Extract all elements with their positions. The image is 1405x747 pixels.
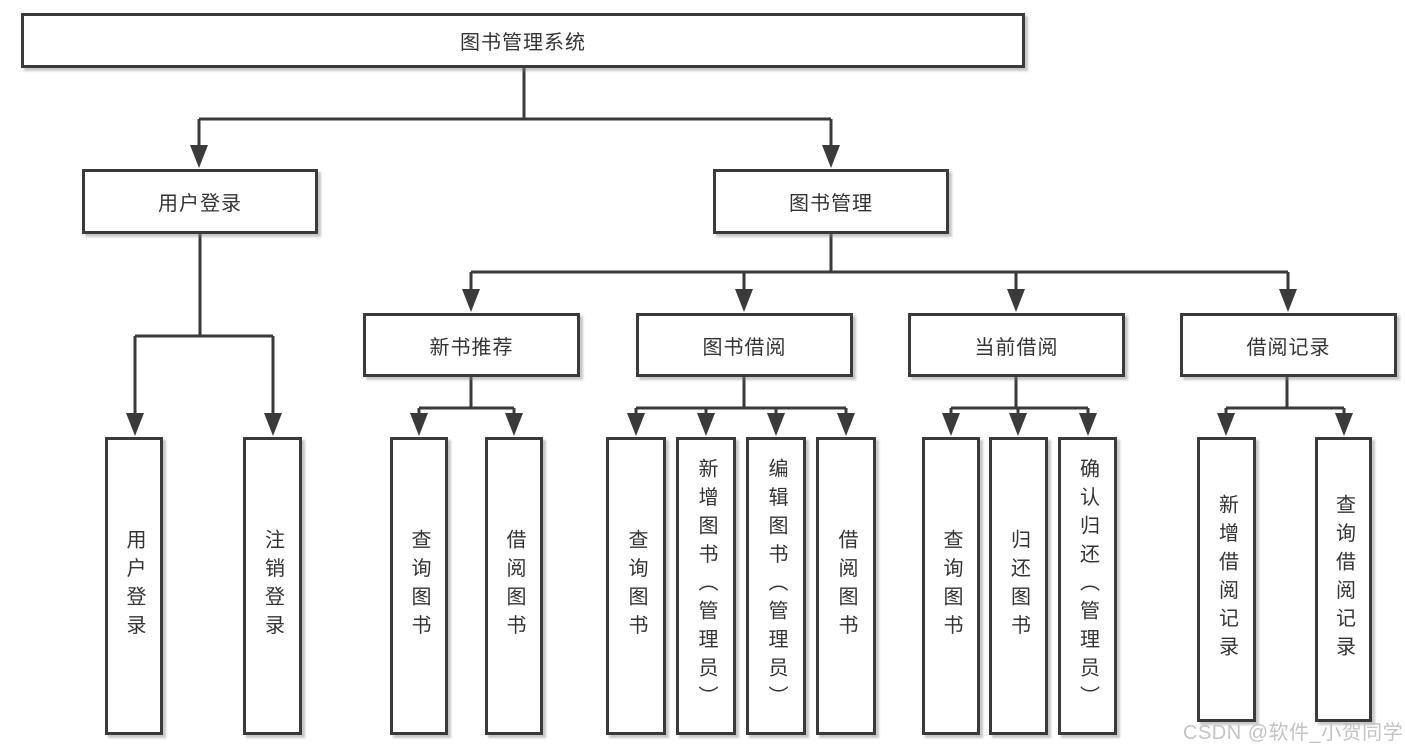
leaf-edit-books-admin: 编辑图书（管理员） [746, 437, 806, 735]
node-user-login: 用户登录 [82, 169, 318, 234]
csdn-watermark: CSDN @软件_小贺同学 [1183, 722, 1404, 744]
leaf-user-login: 用户登录 [105, 437, 163, 735]
leaf-add-books-admin: 新增图书（管理员） [676, 437, 736, 735]
leaf-query-books-recommend: 查询图书 [390, 437, 448, 735]
leaf-query-books-borrowing: 查询图书 [606, 437, 666, 735]
leaf-confirm-return-admin: 确认归还（管理员） [1058, 437, 1117, 735]
node-book-borrowing: 图书借阅 [636, 313, 853, 377]
arrowheads [126, 145, 1353, 436]
leaf-query-borrow-record: 查询借阅记录 [1315, 437, 1372, 722]
leaf-borrow-books-recommend: 借阅图书 [485, 437, 543, 735]
node-current-borrowing: 当前借阅 [908, 313, 1125, 377]
leaf-borrow-books-borrowing: 借阅图书 [816, 437, 876, 735]
node-book-management: 图书管理 [713, 169, 949, 234]
node-library-system: 图书管理系统 [21, 13, 1025, 68]
leaf-return-books: 归还图书 [989, 437, 1048, 735]
node-new-book-recommendation: 新书推荐 [363, 313, 580, 377]
leaf-logout: 注销登录 [243, 437, 302, 735]
leaf-add-borrow-record: 新增借阅记录 [1197, 437, 1256, 722]
node-borrowing-records: 借阅记录 [1180, 313, 1397, 377]
leaf-query-books-current: 查询图书 [922, 437, 980, 735]
